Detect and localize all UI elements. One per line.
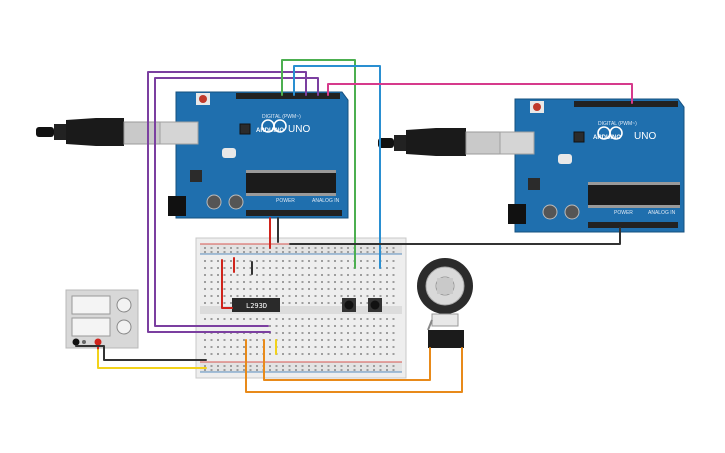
wires — [75, 59, 633, 393]
dc-jack — [508, 204, 526, 224]
model-label: UNO — [288, 124, 310, 135]
wire-blue — [293, 65, 381, 269]
dc-motor-encoder[interactable] — [417, 258, 473, 348]
power-header[interactable] — [588, 222, 678, 228]
current-knob[interactable] — [116, 319, 132, 335]
digital-label: DIGITAL (PWM~) — [262, 114, 301, 120]
wire-orange-2 — [263, 339, 431, 381]
power-label: POWER — [276, 198, 295, 204]
wire-green — [281, 59, 356, 269]
model-label: UNO — [634, 131, 656, 142]
wire-orange-1 — [245, 339, 463, 393]
arduino-uno-board-1[interactable]: DIGITAL (PWM~) ARDUINO UNO POWER ANALOG … — [168, 91, 349, 219]
wire-black-ground — [289, 227, 621, 245]
wire-red-2 — [221, 259, 233, 309]
wire-yellow-supply — [97, 349, 207, 369]
voltage-knob[interactable] — [116, 297, 132, 313]
analog-label: ANALOG IN — [648, 210, 676, 216]
microcontroller-chip — [246, 172, 336, 194]
arduino-uno-board-2[interactable]: DIGITAL (PWM~) ARDUINO UNO POWER ANALOG … — [508, 98, 685, 233]
encoder-connector — [428, 330, 464, 348]
push-button-1[interactable] — [342, 298, 356, 312]
usb-cable-2 — [378, 128, 535, 156]
digital-label: DIGITAL (PWM~) — [598, 121, 637, 127]
negative-terminal[interactable] — [72, 338, 80, 346]
push-button-2[interactable] — [368, 298, 382, 312]
analog-label: ANALOG IN — [312, 198, 340, 204]
usb-cable-1 — [36, 118, 199, 146]
power-label: POWER — [614, 210, 633, 216]
dc-jack — [168, 196, 186, 216]
digital-header[interactable] — [236, 93, 340, 99]
wire-purple-2 — [154, 77, 319, 327]
chip-label: L293D — [246, 302, 267, 310]
power-header[interactable] — [246, 210, 342, 216]
positive-terminal[interactable] — [94, 338, 102, 346]
digital-header[interactable] — [574, 101, 678, 107]
microcontroller-chip — [588, 184, 680, 206]
wire-black-supply — [75, 345, 207, 361]
wire-magenta — [327, 83, 633, 104]
power-supply[interactable] — [65, 289, 139, 349]
wire-purple-1 — [147, 71, 307, 333]
l293d-chip[interactable]: L293D — [232, 298, 280, 312]
